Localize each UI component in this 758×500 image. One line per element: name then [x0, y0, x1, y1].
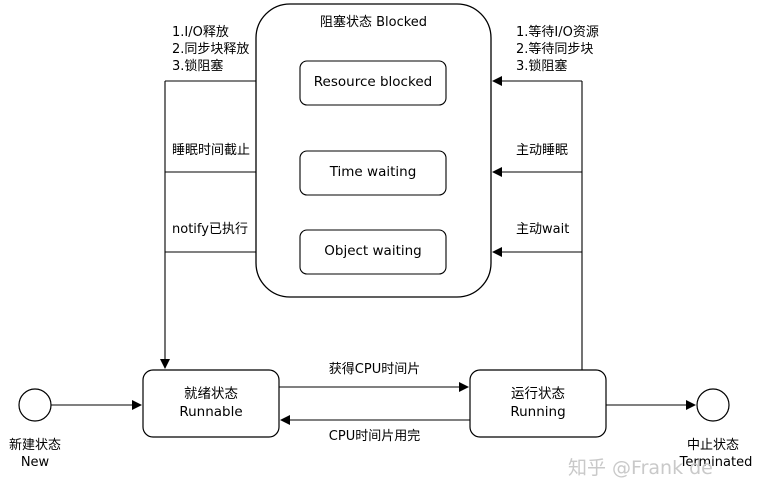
active-sleep-label: 主动睡眠: [516, 143, 569, 158]
notify-done-label: notify已执行: [172, 222, 248, 237]
blocked-title: 阻塞状态 Blocked: [319, 15, 428, 30]
runnable-label-cn: 就绪状态: [184, 386, 238, 402]
zhihu-watermark: 知乎 @Frank de: [568, 457, 713, 479]
block-reason-3: 3.锁阻塞: [516, 59, 568, 74]
cpu-slice-done-label: CPU时间片用完: [328, 429, 421, 444]
object-waiting-label: Object waiting: [324, 243, 422, 259]
running-label-cn: 运行状态: [511, 386, 565, 402]
terminated-state-circle: [696, 388, 730, 422]
new-state-circle: [18, 388, 52, 422]
running-box: [469, 369, 607, 438]
get-cpu-slice-label: 获得CPU时间片: [328, 362, 421, 377]
release-condition-2: 2.同步块释放: [172, 42, 250, 57]
new-label-en: New: [20, 455, 50, 470]
sleep-expired-label: 睡眠时间截止: [172, 143, 251, 158]
release-condition-3: 3.锁阻塞: [172, 59, 224, 74]
runnable-box: [142, 369, 280, 438]
time-waiting-box: [299, 150, 447, 196]
new-label-cn: 新建状态: [8, 438, 61, 453]
running-label-en: Running: [510, 404, 566, 420]
terminated-label-en: Terminated: [679, 455, 753, 470]
active-wait-label: 主动wait: [516, 222, 570, 237]
time-waiting-label: Time waiting: [329, 164, 417, 180]
resource-blocked-box: [299, 60, 447, 106]
runnable-label-en: Runnable: [179, 404, 243, 420]
block-reason-2: 2.等待同步块: [516, 42, 594, 57]
block-reason-1: 1.等待I/O资源: [516, 25, 599, 40]
object-waiting-box: [299, 229, 447, 275]
release-condition-1: 1.I/O释放: [172, 25, 229, 40]
resource-blocked-label: Resource blocked: [313, 74, 433, 90]
terminated-label-cn: 中止状态: [686, 438, 739, 453]
